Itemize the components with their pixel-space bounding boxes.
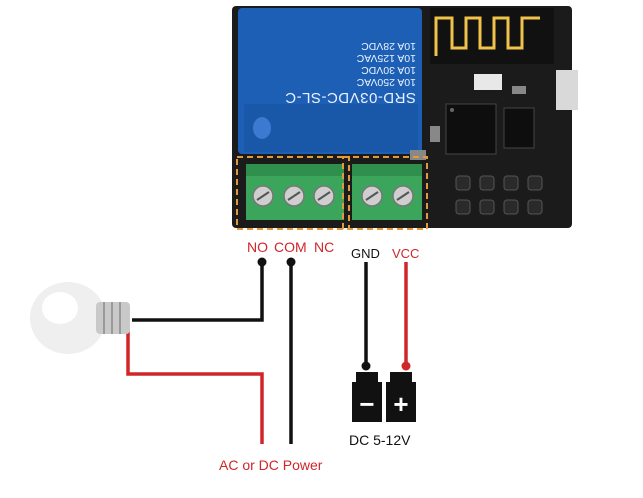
light-bulb-icon	[30, 282, 130, 354]
relay-markings: SRD-03VDC-SL-C 10A 250VAC 10A 30VDC 10A …	[248, 14, 416, 106]
relay-rating-3: 10A 125VAC	[356, 52, 416, 64]
label-no: NO	[247, 239, 268, 255]
wire-no-to-bulb	[132, 262, 264, 322]
wire-bulb-to-ac	[126, 330, 264, 444]
wires	[126, 262, 408, 444]
relay-rating-1: 10A 250VAC	[356, 76, 416, 88]
esp-chip	[445, 103, 497, 155]
esp01-antenna	[430, 8, 554, 64]
relay-module	[232, 6, 578, 230]
relay-rating-2: 10A 30VDC	[361, 64, 416, 76]
label-power-supply: DC 5-12V	[349, 432, 411, 448]
relay-model: SRD-03VDC-SL-C	[284, 89, 416, 106]
battery-plus: +	[393, 389, 408, 419]
label-ac-power: AC or DC Power	[219, 457, 323, 473]
label-nc: NC	[314, 239, 335, 255]
pin-header	[455, 175, 543, 215]
label-com: COM	[274, 239, 307, 255]
label-gnd: GND	[351, 246, 380, 261]
highlight-relay-terminals	[236, 156, 350, 230]
battery-minus: −	[359, 389, 374, 419]
relay-rating-4: 10A 28VDC	[361, 40, 416, 52]
terminal-dots	[257, 257, 411, 371]
highlight-power-terminals	[342, 156, 428, 230]
label-vcc: VCC	[392, 246, 420, 261]
battery-icon: − +	[352, 372, 416, 422]
